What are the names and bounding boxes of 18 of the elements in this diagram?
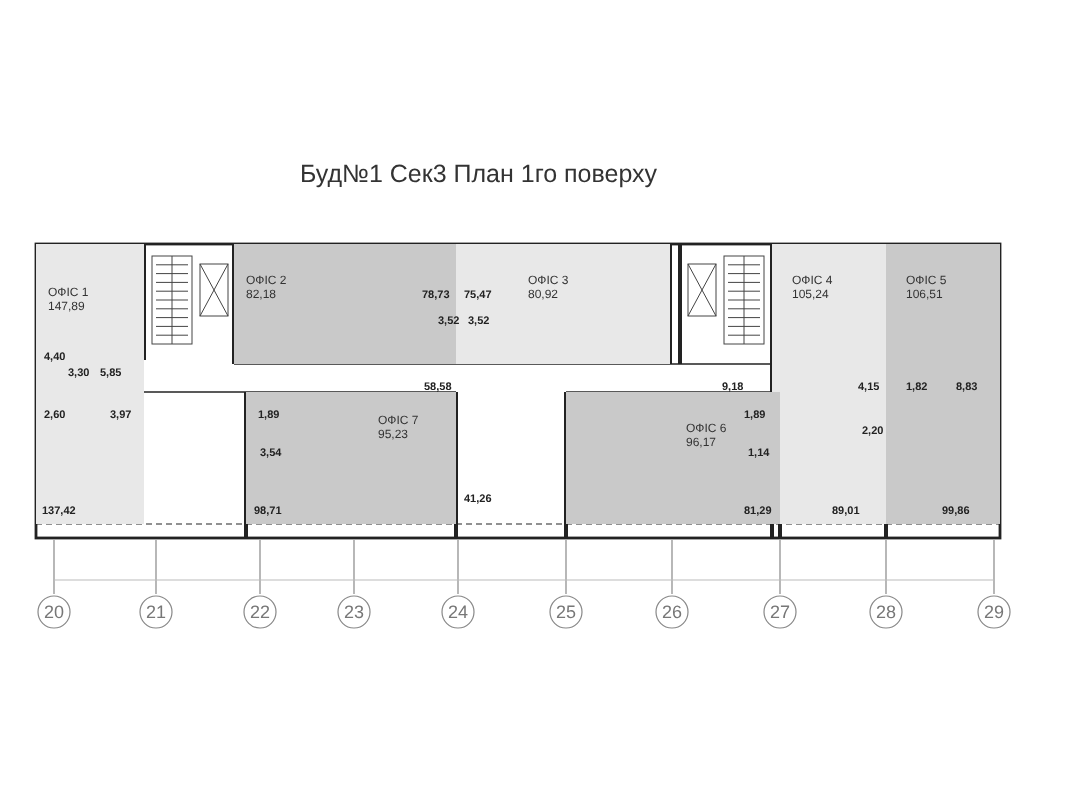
office-room (886, 244, 1000, 524)
office-room (234, 244, 456, 364)
axis-label: 25 (553, 602, 578, 622)
axis-label: 21 (143, 602, 168, 622)
axis-label: 29 (981, 602, 1006, 622)
office-room (566, 392, 780, 524)
axis-label: 22 (247, 602, 272, 622)
axis-label: 27 (767, 602, 792, 622)
office-room (772, 244, 886, 524)
axis-label: 28 (873, 602, 898, 622)
plan-title: Буд№1 Сек3 План 1го поверху (300, 160, 658, 188)
office-room (246, 392, 456, 524)
office-room (36, 244, 144, 524)
axis-label: 24 (445, 602, 470, 622)
axis-label: 20 (41, 602, 66, 622)
office-room (456, 244, 670, 364)
axis-label: 23 (341, 602, 366, 622)
axis-label: 26 (659, 602, 684, 622)
